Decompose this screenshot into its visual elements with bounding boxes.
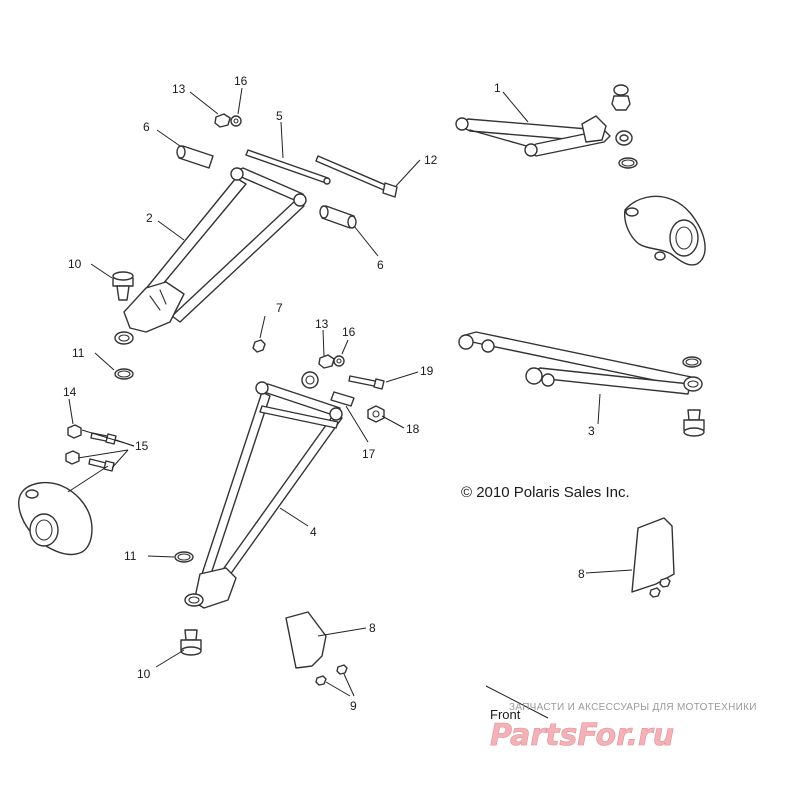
ball-joint-upper-right [611,84,631,111]
retaining-ring-lower-right [682,356,702,368]
watermark-brand: PartsFor.ru [490,718,674,753]
screw-7 [252,339,266,353]
callout-11-upper: 11 [72,346,85,360]
callout-18: 18 [406,422,420,436]
nut-13-upper [214,113,231,128]
callout-1: 1 [494,81,501,95]
pivot-bolt-12 [315,155,398,198]
callout-16-lower: 16 [342,325,356,339]
callout-17: 17 [362,447,376,461]
pivot-shaft-5 [245,149,331,185]
callout-16-upper: 16 [234,74,248,88]
bolt-15-lower [88,458,115,472]
spindle-right [624,195,706,266]
upper-a-arm-right [455,115,633,157]
screw-9-a [315,675,327,686]
nut-18 [367,405,385,423]
retaining-ring-upper-right [618,157,638,169]
callout-6-lower: 6 [377,258,384,272]
callout-9: 9 [350,699,357,713]
callout-5: 5 [276,109,283,123]
pivot-bolt-19 [348,375,385,390]
skid-plate-left [285,611,327,669]
callout-10-upper: 10 [68,257,82,271]
callout-8-right: 8 [578,567,585,581]
callout-3: 3 [588,424,595,438]
washer-16-lower [333,355,345,367]
bolt-15-upper [90,432,117,445]
nut-14-upper [67,424,82,439]
callout-7: 7 [276,301,283,315]
callout-4: 4 [310,525,317,539]
skid-plate-right [631,517,675,593]
ball-joint-lower-left [180,629,202,656]
callout-13-upper: 13 [172,82,186,96]
copyright-notice: © 2010 Polaris Sales Inc. [461,484,630,501]
callout-19: 19 [420,364,434,378]
washer-16-upper [230,115,242,127]
spindle-left [17,481,93,556]
callout-13-lower: 13 [315,317,329,331]
callout-14: 14 [63,385,77,399]
retaining-ring-lower-left [174,551,194,563]
bushing-6-upper [176,145,214,169]
nut-14-lower [65,450,80,465]
lower-a-arm-left [184,381,343,609]
nut-13-lower [318,354,335,369]
leader-lines [67,87,633,719]
retaining-ring-upper-left [114,368,134,380]
front-label: Front [490,707,521,722]
bushing-17 [330,391,355,407]
callout-8-left: 8 [369,621,376,635]
callout-15: 15 [135,439,149,453]
callout-11-lower: 11 [124,549,137,563]
screw-8-right-b [659,577,671,588]
bushing-left-lower [301,371,319,389]
callout-6-upper: 6 [143,120,150,134]
ball-joint-lower-right [683,409,705,437]
watermark: ЗАПЧАСТИ И АКСЕССУАРЫ ДЛЯ МОТОТЕХНИКИ Pa… [490,702,757,753]
callout-10-lower: 10 [137,667,151,681]
watermark-subtitle: ЗАПЧАСТИ И АКСЕССУАРЫ ДЛЯ МОТОТЕХНИКИ [509,702,757,713]
lower-a-arm-right [458,331,703,395]
bushing-6-lower [319,205,357,229]
upper-a-arm-left [114,167,307,345]
screw-9-b [336,664,348,675]
callout-labels: 1 2 3 4 5 6 6 7 8 8 9 10 10 11 11 12 13 … [63,74,595,713]
ball-joint-upper-left [112,271,134,301]
callout-12: 12 [424,153,438,167]
screw-8-right-a [649,587,661,598]
callout-2: 2 [146,211,153,225]
